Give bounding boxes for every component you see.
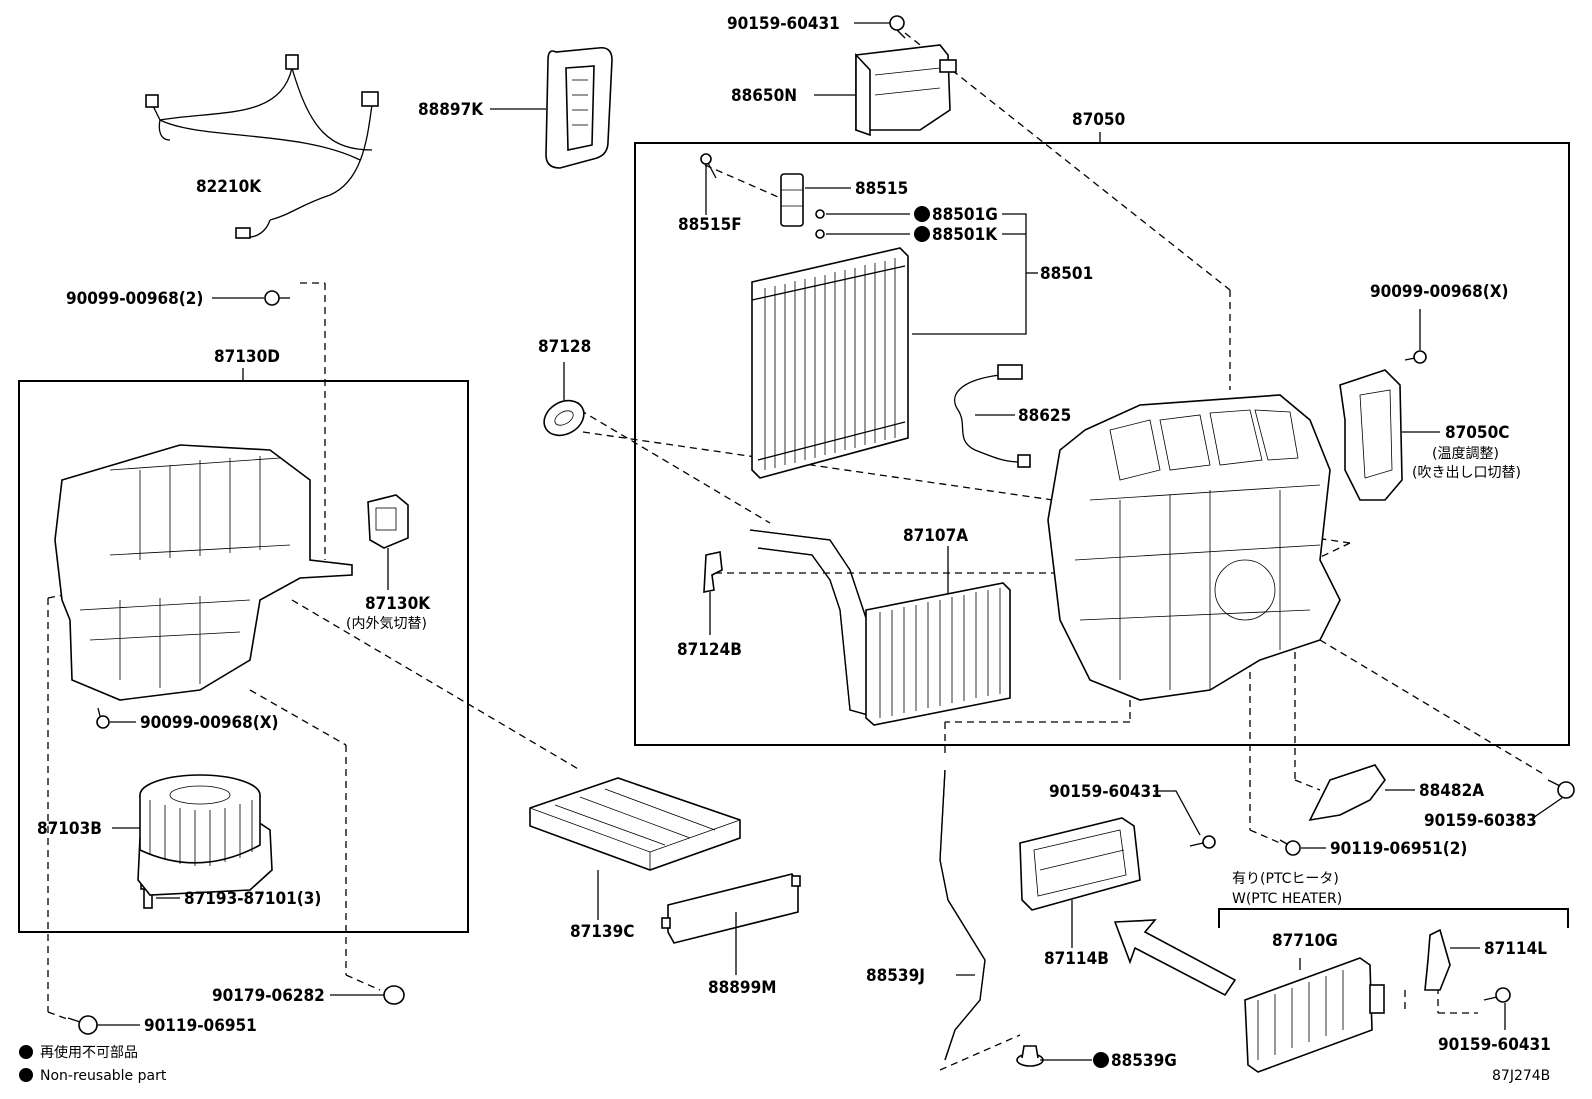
blower-motor-87103B bbox=[137, 774, 273, 896]
label-87050C-sub1: (温度調整) bbox=[1432, 446, 1499, 462]
label-90099-00968-2: 90099-00968(2) bbox=[66, 289, 203, 309]
label-87124B: 87124B bbox=[677, 640, 742, 660]
label-90159-60383: 90159-60383 bbox=[1424, 811, 1537, 831]
legend-text-jp: 再使用不可部品 bbox=[40, 1044, 138, 1061]
actuator-87050C bbox=[1339, 350, 1427, 501]
grommet-87128 bbox=[543, 399, 585, 437]
direction-arrow bbox=[1113, 919, 1237, 997]
part-labels: 82210K 88897K 90159-60431 88650N 87050 8… bbox=[37, 14, 1551, 1084]
label-90119-06951-2: 90119-06951(2) bbox=[1330, 839, 1467, 859]
label-87139C: 87139C bbox=[570, 922, 634, 942]
label-87130K-sub: (内外気切替) bbox=[346, 616, 427, 632]
label-87128: 87128 bbox=[538, 337, 591, 357]
label-88897K: 88897K bbox=[418, 100, 484, 120]
clamp-87124B bbox=[703, 551, 723, 593]
o-rings-88501 bbox=[815, 209, 825, 239]
expansion-valve-88515 bbox=[780, 173, 804, 227]
label-88501: 88501 bbox=[1040, 264, 1093, 284]
screw-90099-00968-X-left bbox=[96, 707, 110, 729]
clip-90179-06282 bbox=[383, 985, 405, 1005]
nonreusable-dot-88539G bbox=[1093, 1052, 1109, 1068]
label-87107A: 87107A bbox=[903, 526, 968, 546]
label-90119-06951: 90119-06951 bbox=[144, 1016, 257, 1036]
screw-90119-06951 bbox=[67, 1015, 98, 1035]
legend-dot-en bbox=[19, 1068, 33, 1082]
label-ptc-en: W(PTC HEATER) bbox=[1232, 891, 1342, 907]
label-90159-60431-mid: 90159-60431 bbox=[1049, 782, 1162, 802]
legend-text-en: Non-reusable part bbox=[40, 1068, 167, 1084]
evaporator-88501 bbox=[751, 247, 909, 479]
label-87050C: 87050C bbox=[1445, 423, 1509, 443]
drain-hose-88539J bbox=[939, 769, 986, 1061]
filter-87139C bbox=[529, 777, 741, 871]
panel-88899M bbox=[661, 873, 801, 944]
sensor-88625 bbox=[954, 364, 1031, 468]
screw-90159-60431-top bbox=[889, 15, 906, 39]
label-87103B: 87103B bbox=[37, 819, 102, 839]
label-90099-00968-X-left: 90099-00968(X) bbox=[140, 713, 279, 733]
nonreusable-dot-88501K bbox=[914, 226, 930, 242]
bracket-87114L bbox=[1424, 928, 1451, 991]
label-87130D: 87130D bbox=[214, 347, 280, 367]
label-87050C-sub2: (吹き出し口切替) bbox=[1412, 465, 1521, 481]
label-87193-87101: 87193-87101(3) bbox=[184, 889, 321, 909]
nonreusable-dot-88501G bbox=[914, 206, 930, 222]
label-90159-60431-bottom: 90159-60431 bbox=[1438, 1035, 1551, 1055]
label-88501K: 88501K bbox=[932, 225, 998, 245]
servo-87130K bbox=[367, 494, 409, 549]
label-88539J: 88539J bbox=[866, 966, 925, 986]
ptc-heater-87114B bbox=[1019, 817, 1216, 911]
label-87114B: 87114B bbox=[1044, 949, 1109, 969]
label-87130K: 87130K bbox=[365, 594, 431, 614]
label-87114L: 87114L bbox=[1484, 939, 1547, 959]
figure-code: 87J274B bbox=[1492, 1068, 1550, 1084]
blower-case-87130D bbox=[54, 444, 353, 701]
label-88899M: 88899M bbox=[708, 978, 776, 998]
legend-dot-jp bbox=[19, 1045, 33, 1059]
screw-90159-60431-bottom bbox=[1483, 987, 1511, 1003]
group-box-87050 bbox=[634, 142, 1570, 746]
module-88650N bbox=[855, 44, 957, 137]
label-88650N: 88650N bbox=[731, 86, 797, 106]
screw-90099-00968-2 bbox=[264, 290, 290, 306]
label-87710G: 87710G bbox=[1272, 931, 1338, 951]
bracket-88482A bbox=[1308, 764, 1575, 822]
label-ptc-jp: 有り(PTCヒータ) bbox=[1232, 871, 1339, 887]
label-88501G: 88501G bbox=[932, 205, 998, 225]
label-88482A: 88482A bbox=[1419, 781, 1484, 801]
label-82210K: 82210K bbox=[196, 177, 262, 197]
label-90179-06282: 90179-06282 bbox=[212, 986, 325, 1006]
label-87050: 87050 bbox=[1072, 110, 1125, 130]
group-bracket-ptc bbox=[1218, 908, 1569, 928]
screw-90119-06951-2 bbox=[1279, 839, 1301, 856]
label-88539G: 88539G bbox=[1111, 1051, 1177, 1071]
label-90099-00968-X-right: 90099-00968(X) bbox=[1370, 282, 1509, 302]
label-90159-60431-top: 90159-60431 bbox=[727, 14, 840, 34]
hvac-case-87050 bbox=[1047, 394, 1341, 701]
bolt-88515F bbox=[700, 153, 717, 179]
grille-88897K bbox=[545, 46, 613, 169]
label-88515: 88515 bbox=[855, 179, 908, 199]
leader-lines bbox=[97, 22, 1563, 1061]
heater-core-87107A bbox=[749, 529, 1011, 726]
ptc-heater-87710G bbox=[1244, 957, 1385, 1073]
wire-harness-82210K bbox=[145, 54, 379, 239]
label-88625: 88625 bbox=[1018, 406, 1071, 426]
grommet-88539G bbox=[1016, 1045, 1044, 1067]
label-88515F: 88515F bbox=[678, 215, 742, 235]
